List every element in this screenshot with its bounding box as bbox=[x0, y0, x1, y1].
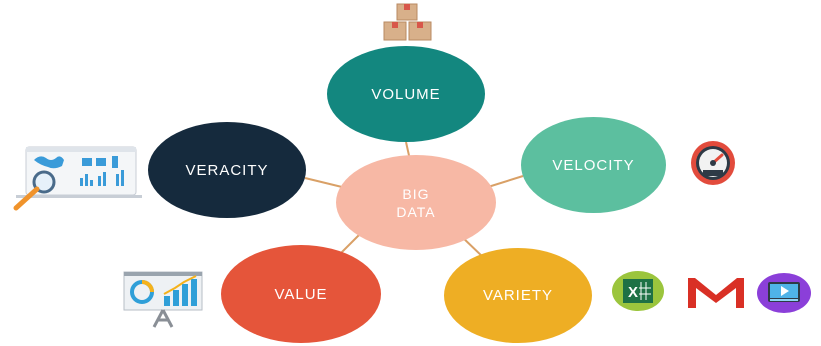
veracity-label: VERACITY bbox=[185, 161, 269, 179]
big-data-center-node: BIG DATA bbox=[336, 155, 496, 250]
velocity-label: VELOCITY bbox=[552, 156, 635, 174]
speedometer-icon bbox=[691, 141, 735, 185]
veracity-node: VERACITY bbox=[148, 122, 306, 218]
gmail-icon bbox=[688, 278, 744, 308]
svg-text:X: X bbox=[628, 284, 638, 301]
video-player-icon bbox=[757, 273, 811, 313]
velocity-node: VELOCITY bbox=[521, 117, 666, 213]
big-data-line2: DATA bbox=[396, 203, 436, 220]
value-label: VALUE bbox=[274, 285, 328, 303]
stacked-boxes-icon bbox=[383, 3, 432, 41]
volume-node: VOLUME bbox=[327, 46, 485, 142]
connector-velocity bbox=[487, 175, 524, 188]
presentation-chart-icon bbox=[123, 271, 203, 328]
value-node: VALUE bbox=[221, 245, 381, 343]
excel-icon: X bbox=[612, 271, 664, 311]
connector-veracity bbox=[304, 177, 343, 188]
variety-node: VARIETY bbox=[444, 248, 592, 343]
volume-label: VOLUME bbox=[371, 85, 441, 103]
variety-label: VARIETY bbox=[482, 287, 554, 304]
big-data-line1: BIG bbox=[402, 185, 430, 202]
dashboard-magnifier-icon bbox=[13, 146, 142, 211]
